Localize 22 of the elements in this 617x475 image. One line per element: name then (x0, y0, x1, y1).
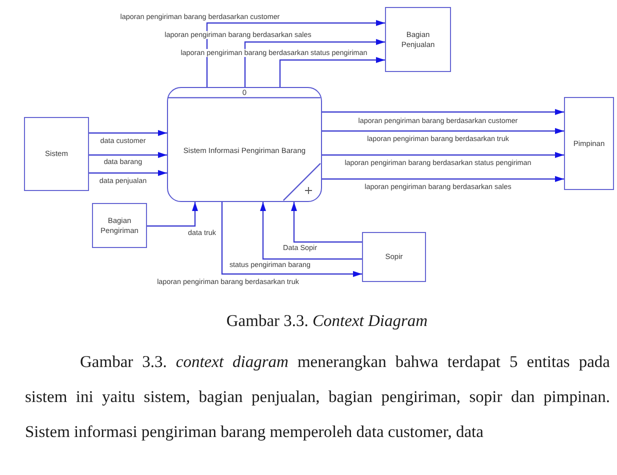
arrow (279, 57, 385, 87)
arrow (260, 202, 362, 260)
entity-box (24, 117, 89, 191)
arrow (322, 128, 564, 134)
arrow (89, 152, 167, 158)
entity-box (385, 7, 451, 72)
arrow (244, 39, 385, 87)
body-paragraph: Gambar 3.3. context diagram menerangkan bahwa terdapat 5 entitas pada sistem ini yaitu sistem, bagian penjualan, bagian pengiriman, sopir dan pimpinan. Sistem informasi pengiriman barang memperoleh data customer, data (25, 351, 610, 443)
arrow (206, 20, 385, 87)
arrow (89, 170, 167, 176)
arrow (147, 202, 198, 227)
process-box (167, 87, 322, 202)
arrow (291, 202, 362, 243)
entity-box (564, 97, 614, 190)
entity-box (362, 232, 426, 282)
entity-box (92, 203, 147, 248)
arrow (322, 109, 564, 115)
figure-caption: Gambar 3.3. Context Diagram (226, 311, 428, 330)
arrow (322, 152, 564, 158)
arrow (322, 176, 564, 182)
arrow (221, 202, 362, 277)
arrow (89, 130, 167, 136)
